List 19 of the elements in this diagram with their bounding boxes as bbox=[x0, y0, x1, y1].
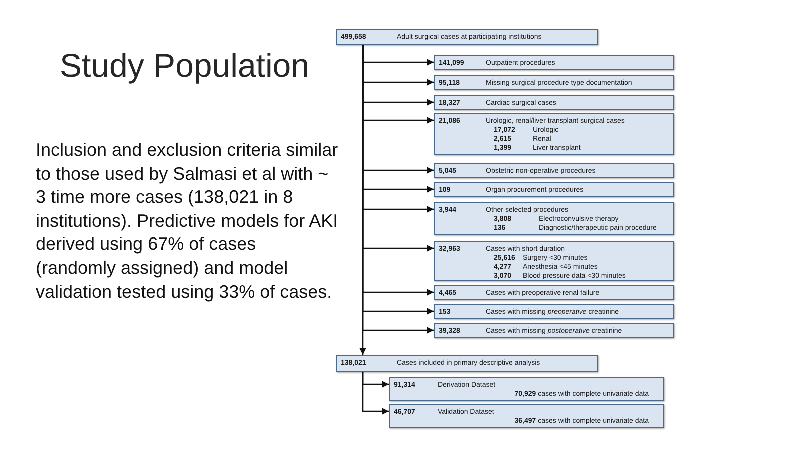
flow-box bbox=[336, 355, 598, 372]
exclusion-box bbox=[434, 304, 674, 319]
body-text: Inclusion and exclusion criteria similar to those used by Salmasi et al with ~ 3 time more cases (138,021 in 8 institutions). Predictive models for AKI derived using 67% of cases (randomly assigned) and model validation tested using 33% of cases. bbox=[36, 139, 340, 304]
exclusion-box bbox=[434, 285, 674, 300]
exclusion-box bbox=[434, 95, 674, 110]
exclusion-box bbox=[434, 182, 674, 197]
exclusion-box bbox=[434, 75, 674, 90]
exclusion-box bbox=[434, 241, 674, 281]
slide-title: Study Population bbox=[60, 46, 310, 86]
exclusion-box bbox=[434, 113, 674, 155]
exclusion-box bbox=[434, 55, 674, 70]
arrow bbox=[362, 372, 389, 415]
arrow bbox=[360, 45, 366, 355]
exclusion-box bbox=[434, 323, 674, 338]
dataset-box bbox=[389, 377, 664, 401]
exclusion-box bbox=[434, 163, 674, 178]
exclusion-box bbox=[434, 202, 674, 235]
dataset-box bbox=[389, 404, 664, 428]
flow-box bbox=[336, 29, 598, 45]
